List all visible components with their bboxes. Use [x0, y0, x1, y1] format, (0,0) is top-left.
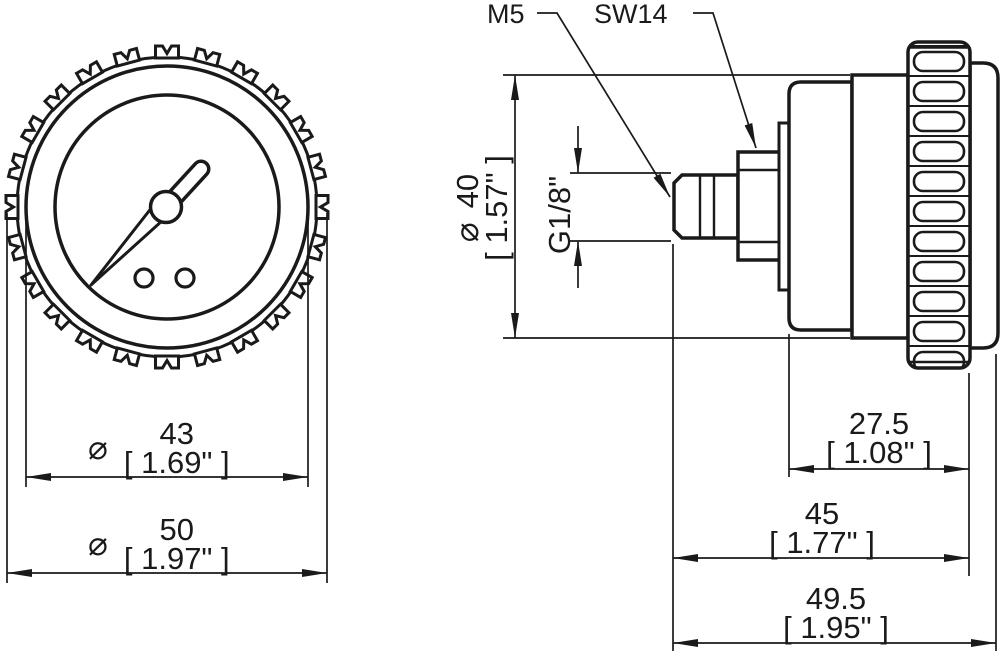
needle-hub — [148, 189, 184, 225]
thread-stem — [672, 173, 740, 240]
label-m5: M5 — [487, 0, 525, 29]
diameter-symbol: ⌀ — [88, 428, 108, 467]
dim-imperial-40: [ 1.57" ] — [479, 155, 514, 261]
dim-label-g18: G1/8" — [542, 170, 577, 260]
knurled-ring-side — [906, 40, 972, 370]
label-sw14: SW14 — [594, 0, 668, 29]
leader-m5 — [537, 12, 671, 198]
m5-text: M5 — [487, 0, 525, 29]
case-middle — [850, 73, 910, 340]
g18-text: G1/8" — [542, 175, 577, 255]
dim-value-495: 49.5 — [805, 581, 867, 616]
dim-value-40: 40 — [449, 173, 485, 209]
dim-value-43: 43 — [159, 416, 195, 451]
dim-label-case-diameter: ⌀ 40 [ 1.57" ] — [447, 123, 514, 293]
dim-value-50: 50 — [159, 512, 195, 547]
dim-imperial-275: [ 1.08" ] — [826, 435, 932, 470]
dim-label-dial-diameter: ⌀ 43 [ 1.69" ] — [88, 416, 230, 480]
gauge-side-view — [672, 40, 1000, 370]
diameter-symbol: ⌀ — [88, 524, 108, 563]
dim-label-depth-495: 49.5 [ 1.95" ] — [771, 581, 901, 645]
dim-imperial-45: [ 1.77" ] — [769, 525, 875, 560]
front-cap — [968, 61, 1000, 350]
dim-label-depth-45: 45 [ 1.77" ] — [757, 496, 887, 560]
dim-label-outer-diameter: ⌀ 50 [ 1.97" ] — [88, 512, 230, 576]
dim-value-275: 27.5 — [848, 406, 910, 441]
dimension-lines — [6, 12, 997, 651]
diameter-symbol: ⌀ — [447, 222, 486, 243]
dim-imperial-43: [ 1.69" ] — [123, 445, 230, 480]
dim-value-45: 45 — [804, 496, 840, 531]
gauge-front-view — [4, 44, 330, 370]
pointer-needle — [89, 159, 211, 287]
dim-imperial-50: [ 1.97" ] — [123, 541, 230, 576]
hex-nut — [736, 150, 782, 262]
dim-label-depth-275: 27.5 [ 1.08" ] — [814, 406, 944, 470]
case-back — [787, 80, 854, 332]
dim-imperial-495: [ 1.95" ] — [783, 610, 889, 645]
recalibration-screw-right — [174, 267, 196, 289]
recalibration-screw-left — [133, 267, 155, 289]
leader-sw14 — [693, 12, 757, 149]
sw14-text: SW14 — [594, 0, 668, 29]
